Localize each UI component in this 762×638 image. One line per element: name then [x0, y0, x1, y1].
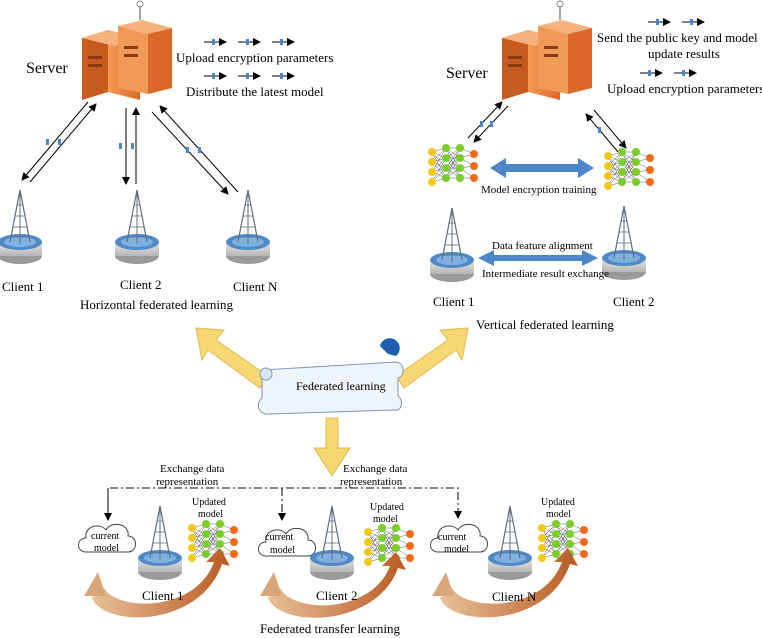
- client-label: Client N: [233, 279, 278, 294]
- exchange-label: Exchange data: [343, 463, 408, 475]
- training-label: Model encryption training: [481, 184, 597, 196]
- updated-model-label-2: model: [373, 514, 398, 525]
- server-icon: [501, 0, 593, 101]
- scroll-icon: [257, 338, 404, 415]
- tower-icon: [487, 505, 533, 581]
- tower-icon: [114, 189, 160, 265]
- client-label: Client 2: [120, 277, 162, 292]
- big-arrow-down: [313, 417, 351, 477]
- section-title: Federated transfer learning: [260, 621, 401, 636]
- current-model-label-2: model: [444, 544, 469, 555]
- legend-upload-label: Upload encryption parameters: [607, 81, 762, 96]
- horizontal-link-arrows: [21, 101, 239, 195]
- legend-upload-label: Upload encryption parameters: [176, 50, 333, 65]
- client-label: Client 1: [433, 294, 475, 309]
- client-label: Client 1: [2, 279, 44, 294]
- updated-model-label: Updated: [370, 502, 404, 513]
- current-model-label-2: model: [270, 545, 295, 556]
- update-curve-arrow: [92, 548, 230, 618]
- tower-icon: [225, 189, 271, 265]
- exchange-label: Intermediate result exchange: [482, 268, 609, 280]
- client-label: Client N: [492, 589, 537, 604]
- legend-distribute-label: Distribute the latest model: [186, 84, 324, 99]
- updated-model-label: Updated: [192, 497, 226, 508]
- updated-model-label-2: model: [546, 509, 571, 520]
- training-double-arrow: [490, 158, 594, 178]
- vertical-fl-section: Server Send the public key and model upd…: [427, 0, 762, 332]
- section-title: Vertical federated learning: [476, 317, 614, 332]
- current-model-label: current: [438, 532, 467, 543]
- tower-icon: [309, 505, 355, 581]
- tower-icon: [0, 189, 43, 265]
- current-model-label: current: [265, 532, 294, 543]
- server-icon: [81, 0, 173, 101]
- alignment-label: Data feature alignment: [492, 240, 593, 252]
- updated-model-label-2: model: [198, 509, 223, 520]
- transfer-fl-section: Exchange data representation Exchange da…: [78, 463, 589, 636]
- legend-send-label: Send the public key and model: [597, 30, 758, 45]
- exchange-label-2: representation: [156, 476, 219, 488]
- current-model-label-2: model: [94, 543, 119, 554]
- neural-network-icon: [427, 143, 479, 187]
- client-label: Client 1: [142, 588, 184, 603]
- legend-send-label-2: update results: [648, 46, 720, 61]
- updated-model-label: Updated: [541, 497, 575, 508]
- neural-network-icon: [603, 147, 655, 191]
- transfer-client-group: current model Updated model Client 1: [78, 497, 239, 618]
- server-label: Server: [26, 60, 68, 77]
- current-model-label: current: [91, 531, 120, 542]
- update-curve-arrow: [440, 548, 578, 618]
- big-arrow-left: [195, 327, 269, 389]
- exchange-label-2: representation: [340, 476, 403, 488]
- section-title: Horizontal federated learning: [80, 297, 234, 312]
- client-label: Client 2: [316, 588, 358, 603]
- tower-icon: [137, 505, 183, 581]
- server-label: Server: [446, 65, 488, 82]
- exchange-label: Exchange data: [160, 463, 225, 475]
- scroll-label: Federated learning: [296, 379, 386, 393]
- transfer-client-group: current model Updated model Client 2: [258, 502, 415, 618]
- update-curve-arrow: [268, 552, 406, 618]
- center-section: Federated learning: [195, 327, 469, 477]
- tower-icon: [429, 207, 475, 283]
- big-arrow-right: [395, 327, 469, 389]
- exchange-lines: [104, 487, 462, 521]
- client-label: Client 2: [613, 294, 655, 309]
- horizontal-fl-section: Server Upload encryption parameters Dist…: [0, 0, 333, 312]
- alignment-double-arrow: [478, 250, 598, 266]
- transfer-client-group: current model Updated model Client N: [430, 497, 589, 618]
